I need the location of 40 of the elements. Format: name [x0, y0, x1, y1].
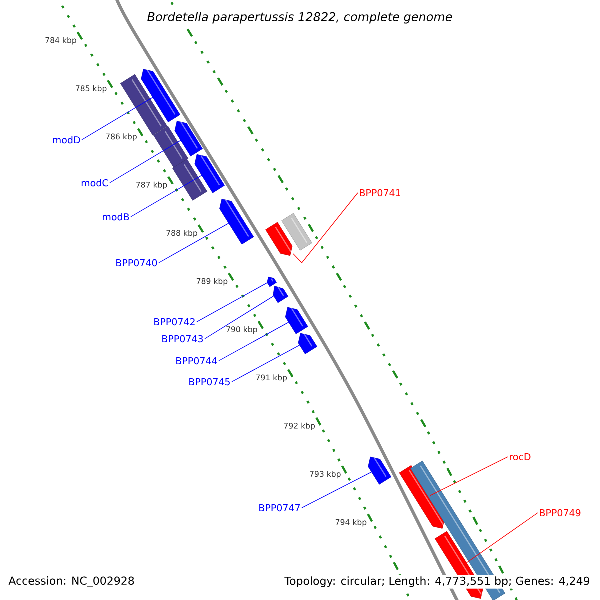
leader-line — [110, 140, 182, 184]
gene-feature — [368, 456, 392, 485]
footer-text: Accession: NC_002928 — [7, 575, 136, 589]
leader-line — [302, 472, 372, 508]
leader-line — [430, 456, 508, 496]
feature-bar — [282, 213, 312, 251]
gene-feature — [174, 121, 203, 157]
gene-label: BPP0741 — [360, 189, 400, 197]
gene-feature — [267, 276, 277, 288]
gene-feature — [273, 286, 289, 304]
gene-label: BPP0743 — [162, 335, 204, 343]
gene-feature — [194, 154, 225, 194]
leader-line — [232, 344, 300, 382]
gene-feature — [220, 199, 254, 245]
leader-line — [466, 512, 538, 564]
gene-label: BPP0747 — [260, 504, 300, 512]
leader-line — [292, 192, 358, 264]
footer-text: Topology: circular; Length: 4,773,551 bp; Genes: 4,249 — [283, 575, 592, 589]
feature-bar — [172, 159, 208, 201]
gene-label: modD — [53, 136, 80, 144]
gene-label: BPP0744 — [176, 357, 218, 365]
gene-label: BPP0742 — [154, 318, 195, 326]
leader-line — [196, 282, 268, 322]
leader-line — [82, 97, 154, 140]
gene-label: BPP0745 — [190, 378, 230, 386]
gene-label: BPP0740 — [116, 259, 158, 267]
gene-label: rocD — [510, 453, 531, 461]
gene-label: modB — [103, 213, 130, 221]
gene-feature — [141, 69, 180, 122]
leader-line — [218, 322, 290, 362]
gene-feature — [285, 307, 308, 334]
gene-label: BPP0749 — [540, 509, 581, 517]
gene-label: modC — [82, 179, 108, 187]
title: Bordetella parapertussis 12822, complete genome — [145, 10, 455, 26]
gene-feature — [298, 333, 318, 354]
leader-line — [204, 296, 274, 340]
leader-line — [130, 175, 202, 218]
feature-bar — [154, 126, 188, 168]
leader-line — [158, 223, 230, 264]
gene-feature — [266, 222, 293, 256]
